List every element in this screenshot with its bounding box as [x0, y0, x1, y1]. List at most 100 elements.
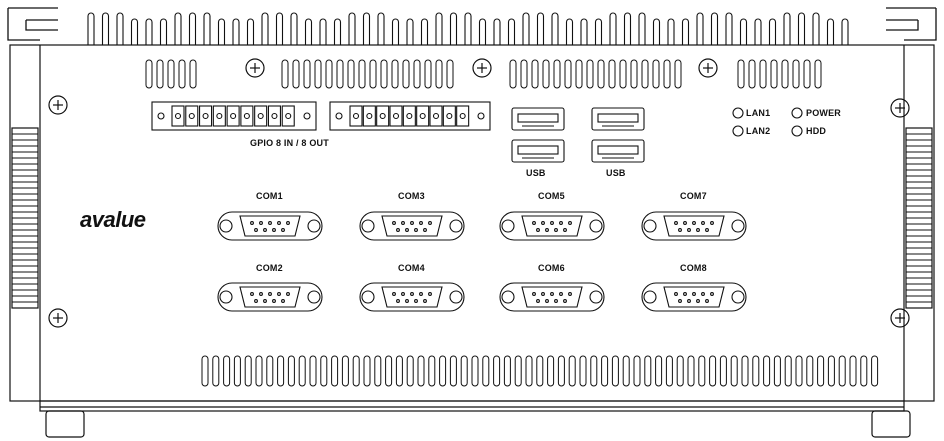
usb-label-2: USB	[606, 168, 626, 178]
screw-icon	[890, 308, 910, 328]
vent-slot	[482, 355, 490, 387]
vent-slot	[838, 355, 846, 387]
vent-slot	[674, 59, 682, 89]
com-port[interactable]	[499, 282, 605, 312]
usb-port[interactable]	[591, 139, 645, 163]
vent-slot	[542, 59, 550, 89]
heatsink-fin	[725, 12, 733, 45]
vent-slot	[641, 59, 649, 89]
usb-port[interactable]	[591, 107, 645, 131]
vent-slot	[817, 355, 825, 387]
heatsink-fin	[319, 18, 327, 45]
led-indicator-icon	[732, 125, 744, 137]
com-port[interactable]	[641, 211, 747, 241]
vent-slot	[630, 59, 638, 89]
heatsink-fin	[348, 12, 356, 45]
chassis-body	[9, 44, 935, 402]
vent-slot	[557, 355, 565, 387]
heatsink-fin	[826, 18, 835, 45]
com7-label: COM7	[680, 191, 707, 201]
vent-slot	[665, 355, 673, 387]
vent-slot	[417, 355, 425, 387]
heatsink-fin	[623, 12, 632, 45]
heatsink-fin	[435, 12, 443, 45]
vent-slot	[814, 59, 822, 89]
heatsink-fin	[116, 12, 124, 45]
com-port[interactable]	[499, 211, 605, 241]
vent-slot	[435, 59, 443, 89]
vent-slot	[871, 355, 879, 387]
vent-slot	[358, 59, 366, 89]
vent-slot	[223, 355, 231, 387]
screw-icon	[698, 58, 718, 78]
vent-slot	[601, 355, 609, 387]
gpio-terminal-block[interactable]	[329, 101, 491, 131]
vent-slot	[752, 355, 760, 387]
vent-slot	[428, 355, 436, 387]
heatsink-fin	[565, 18, 574, 45]
vent-slot	[781, 59, 789, 89]
vent-slot	[564, 59, 572, 89]
heatsink-fin	[594, 18, 603, 45]
vent-slot	[520, 59, 528, 89]
com3-label: COM3	[398, 191, 425, 201]
com-port[interactable]	[217, 282, 323, 312]
vent-slot	[233, 355, 241, 387]
vent-slot	[341, 355, 349, 387]
heatsink-fin	[638, 12, 646, 45]
vent-slot	[773, 355, 781, 387]
com4-label: COM4	[398, 263, 425, 273]
vent-slot	[770, 59, 778, 89]
usb-port[interactable]	[511, 107, 565, 131]
vent-slot	[827, 355, 835, 387]
foot-left	[45, 410, 85, 438]
vent-slot	[369, 59, 377, 89]
heatsink-fin	[377, 12, 385, 45]
led-indicator-icon	[791, 107, 803, 119]
vent-slot	[575, 59, 583, 89]
led-power-label: POWER	[806, 108, 842, 118]
vent-slot	[698, 355, 706, 387]
gpio-terminal-block[interactable]	[151, 101, 317, 131]
heatsink-fin	[333, 18, 342, 45]
vent-slot	[737, 59, 745, 89]
heatsink-fin	[696, 12, 704, 45]
heatsink-fin	[710, 12, 719, 45]
com-port[interactable]	[359, 211, 465, 241]
vent-slot	[633, 355, 641, 387]
heatsink-fin	[667, 18, 675, 45]
vent-slot	[406, 355, 414, 387]
com-port[interactable]	[641, 282, 747, 312]
screw-icon	[48, 308, 68, 328]
vent-slot	[586, 59, 594, 89]
vent-slot	[244, 355, 252, 387]
vent-slot	[803, 59, 811, 89]
vent-slot	[292, 59, 300, 89]
com1-label: COM1	[256, 191, 283, 201]
heatsink-fin	[159, 18, 168, 45]
com-port[interactable]	[217, 211, 323, 241]
vent-slot	[277, 355, 285, 387]
vent-slot	[730, 355, 738, 387]
vent-slot	[709, 355, 717, 387]
vent-slot	[676, 355, 684, 387]
heatsink-fin	[304, 18, 313, 45]
heatsink-fin	[580, 18, 588, 45]
heatsink-fin	[101, 12, 110, 45]
com5-label: COM5	[538, 191, 565, 201]
screw-icon	[245, 58, 265, 78]
vent-slot	[255, 355, 263, 387]
vent-slot	[792, 59, 800, 89]
heatsink-fin	[145, 18, 153, 45]
com-port[interactable]	[359, 282, 465, 312]
vent-slot	[374, 355, 382, 387]
vent-slot	[391, 59, 399, 89]
vent-slot	[336, 59, 344, 89]
vent-slot	[741, 355, 749, 387]
usb-port[interactable]	[511, 139, 565, 163]
vent-slot	[314, 59, 322, 89]
vent-slot	[424, 59, 432, 89]
vent-slot	[363, 355, 371, 387]
vent-slot	[608, 59, 616, 89]
